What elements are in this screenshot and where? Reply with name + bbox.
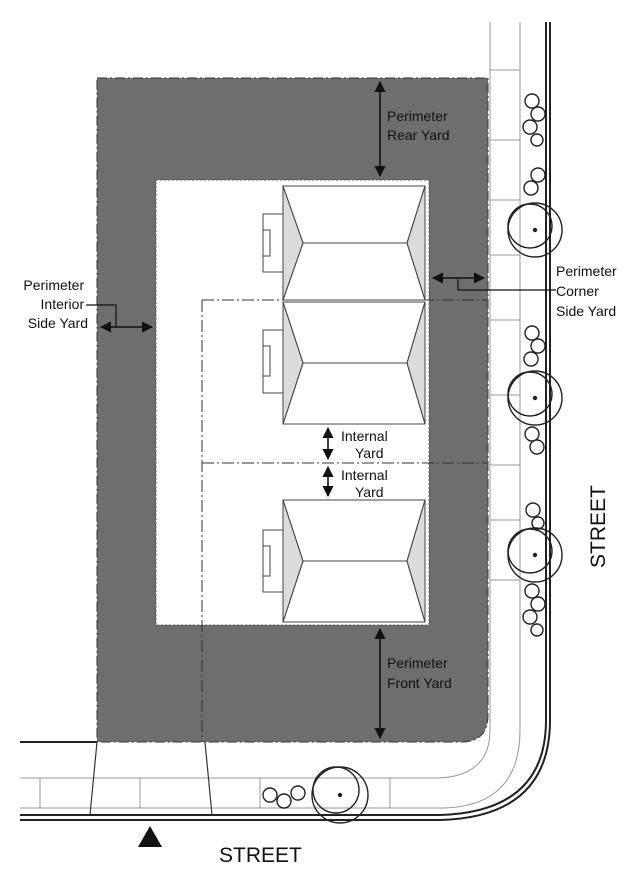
- street-label-bottom: STREET: [219, 844, 302, 867]
- interior-side-yard-label: Perimeter Interior Side Yard: [23, 277, 88, 331]
- building-3: [262, 499, 426, 623]
- internal-yard-upper-label: Internal Yard: [341, 428, 392, 461]
- street-curb-right: [439, 22, 551, 821]
- building-2: [262, 301, 426, 425]
- internal-yard-lower-label: Internal Yard: [341, 467, 392, 500]
- sidewalk-bottom: [20, 777, 445, 809]
- rear-yard-label: Perimeter Rear Yard: [387, 108, 452, 143]
- front-yard-label: Perimeter Front Yard: [387, 655, 452, 691]
- corner-side-yard-label: Perimeter Corner Side Yard: [556, 263, 621, 319]
- driveway: [89, 741, 213, 816]
- building-1: [262, 185, 426, 301]
- leader-lines: [86, 278, 556, 327]
- sidewalk-right: [439, 22, 521, 809]
- street-label-right: STREET: [587, 485, 610, 568]
- north-arrow-icon: [138, 826, 162, 847]
- landscaping: [262, 93, 563, 824]
